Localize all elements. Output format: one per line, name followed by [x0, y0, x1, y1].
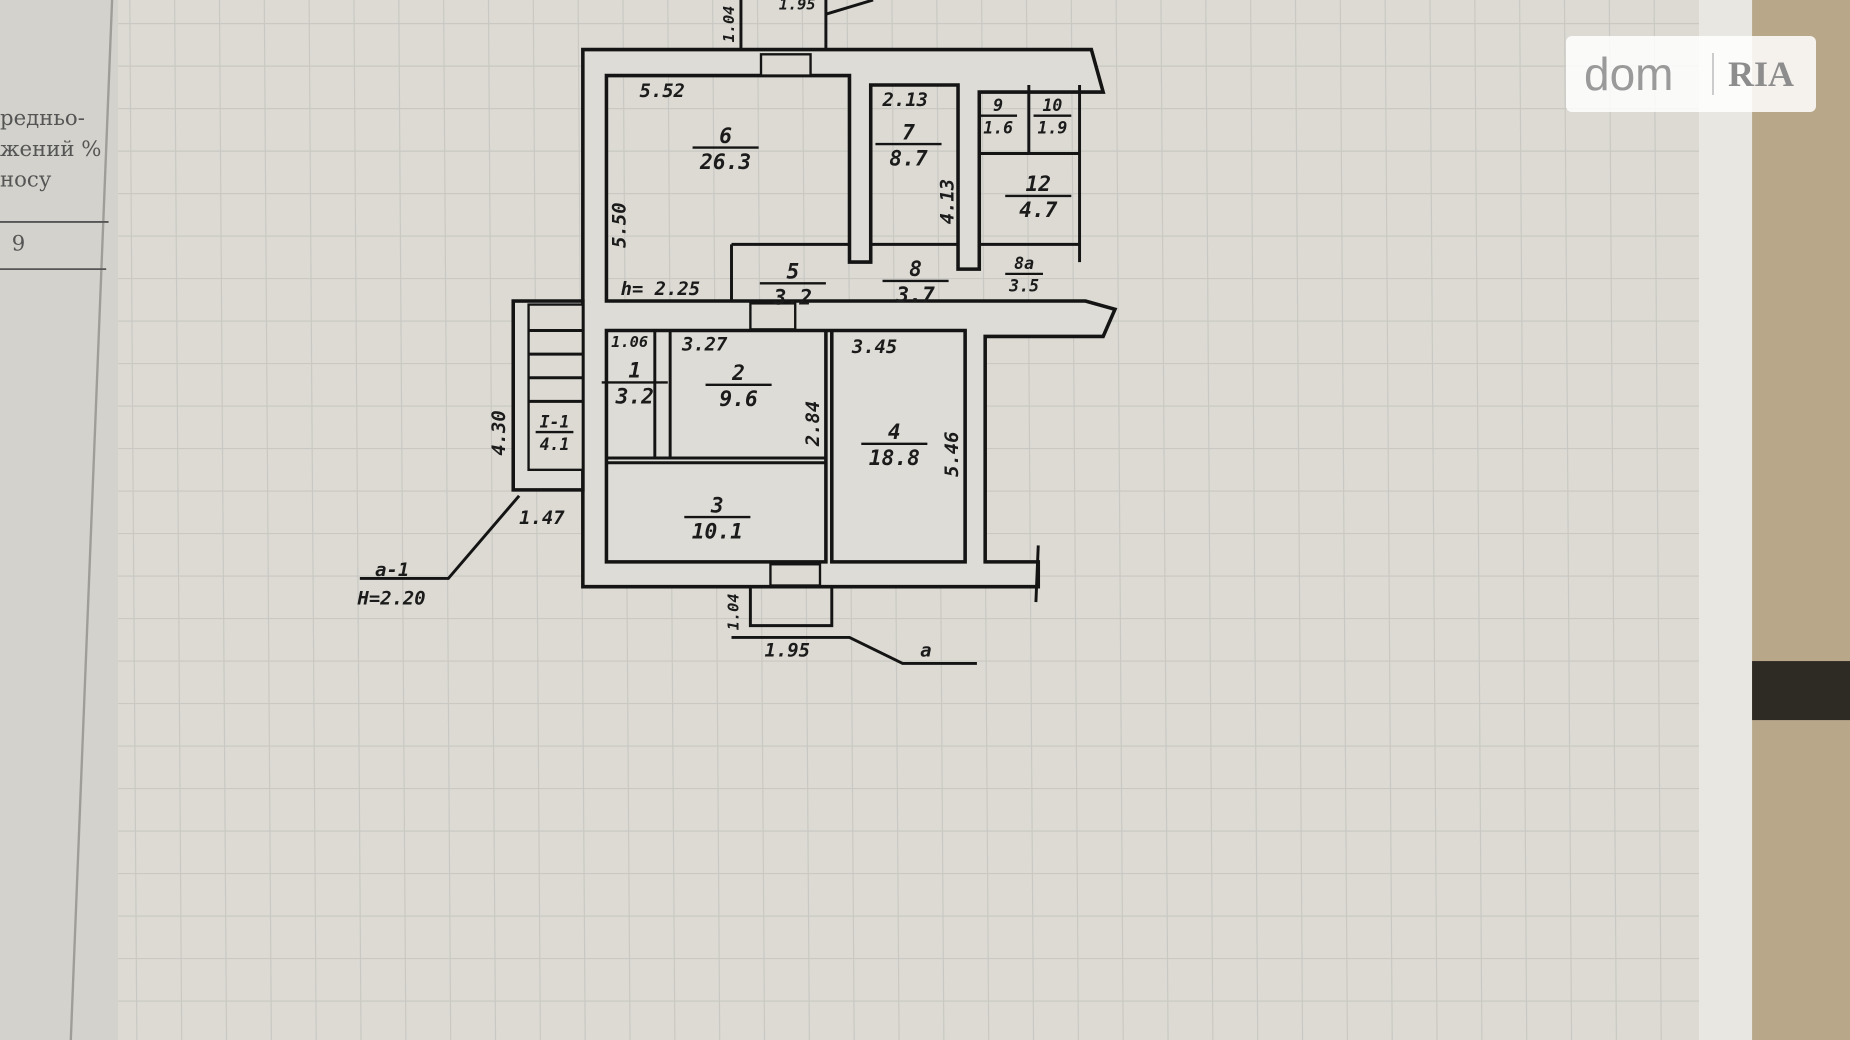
- left-page-line: редньо-: [0, 106, 85, 131]
- dimension: 1.95: [779, 0, 816, 13]
- watermark-sub-brand: RIA: [1712, 53, 1794, 95]
- room-area: 3.7: [895, 283, 935, 308]
- room-number: 1: [628, 359, 641, 384]
- left-page-line: носу: [0, 168, 52, 193]
- room-label: 91.6: [979, 96, 1018, 137]
- room-label: 83.7: [882, 257, 949, 308]
- watermark-brand: dom: [1584, 48, 1674, 100]
- room-area: 4.7: [1019, 198, 1058, 223]
- room-number: 3: [710, 493, 724, 518]
- dimension: 4.30: [488, 410, 510, 455]
- entrance-bottom: [769, 563, 822, 587]
- left-page: [0, 0, 118, 1040]
- page-edge: [1698, 0, 1758, 1040]
- room-label: 101.9: [1033, 96, 1072, 137]
- room-label: 29.6: [705, 361, 772, 412]
- wooden-table: [1752, 0, 1850, 1040]
- dimension: 1.04: [720, 6, 738, 43]
- dimension: 2.13: [882, 89, 928, 111]
- dimension: 1.47: [519, 507, 565, 529]
- porch-height: H=2.20: [356, 587, 425, 609]
- room-area: 3.5: [1008, 277, 1039, 296]
- room-area: 26.3: [699, 150, 751, 175]
- column-number: 9: [12, 231, 26, 256]
- room-number: 8: [909, 257, 922, 282]
- entrance-top: [759, 53, 812, 77]
- room-area: 4.1: [540, 435, 570, 454]
- dimension: 3.27: [681, 334, 728, 356]
- room-number: 5: [786, 260, 799, 285]
- room-area: 3.2: [773, 286, 812, 311]
- room-label: 418.8: [861, 420, 928, 471]
- ceiling-height: h= 2.25: [621, 278, 701, 300]
- room-number: 12: [1025, 172, 1051, 197]
- room-number: 9: [993, 96, 1003, 115]
- domria-watermark: dom RIA: [1566, 36, 1816, 112]
- room-number: 8а: [1014, 254, 1034, 273]
- left-page-line: жений %: [0, 137, 101, 162]
- entrance-label: а: [920, 639, 931, 661]
- room-label: 53.2: [759, 260, 826, 311]
- room-label: I-14.1: [535, 412, 574, 454]
- dimension: 4.13: [936, 179, 958, 224]
- room-label: 13.2: [601, 359, 668, 410]
- dimension: 1.95: [765, 639, 810, 661]
- room-label: 8а3.5: [1005, 254, 1043, 296]
- room-label: 310.1: [684, 493, 751, 544]
- room-number: 6: [719, 124, 732, 149]
- room-area: 1.6: [983, 118, 1013, 137]
- dimension: 5.46: [941, 431, 963, 476]
- room-number: 4: [888, 420, 901, 445]
- room-area: 8.7: [889, 146, 928, 171]
- dimension: 1.06: [611, 333, 648, 351]
- room-area: 1.9: [1038, 118, 1068, 137]
- room-area: 10.1: [692, 519, 743, 544]
- interior-lines: [359, 0, 1082, 665]
- dimension: 5.50: [608, 202, 630, 247]
- dimension: 1.04: [725, 593, 743, 630]
- dimension: 2.84: [802, 401, 824, 447]
- room-number: I-1: [540, 412, 570, 431]
- dimension: 5.52: [639, 80, 684, 102]
- walls: [511, 47, 1118, 589]
- room-area: 9.6: [719, 387, 758, 412]
- room-number: 7: [902, 120, 915, 145]
- room-number: 10: [1042, 96, 1062, 115]
- room-label: 78.7: [875, 120, 942, 171]
- room-label: 124.7: [1005, 172, 1072, 223]
- room-label: 626.3: [692, 124, 759, 175]
- porch-label: а-1: [375, 559, 409, 581]
- room-area: 18.8: [869, 446, 920, 471]
- dimension: 3.45: [851, 336, 897, 358]
- room-number: 2: [731, 361, 745, 386]
- room-area: 3.2: [615, 385, 654, 410]
